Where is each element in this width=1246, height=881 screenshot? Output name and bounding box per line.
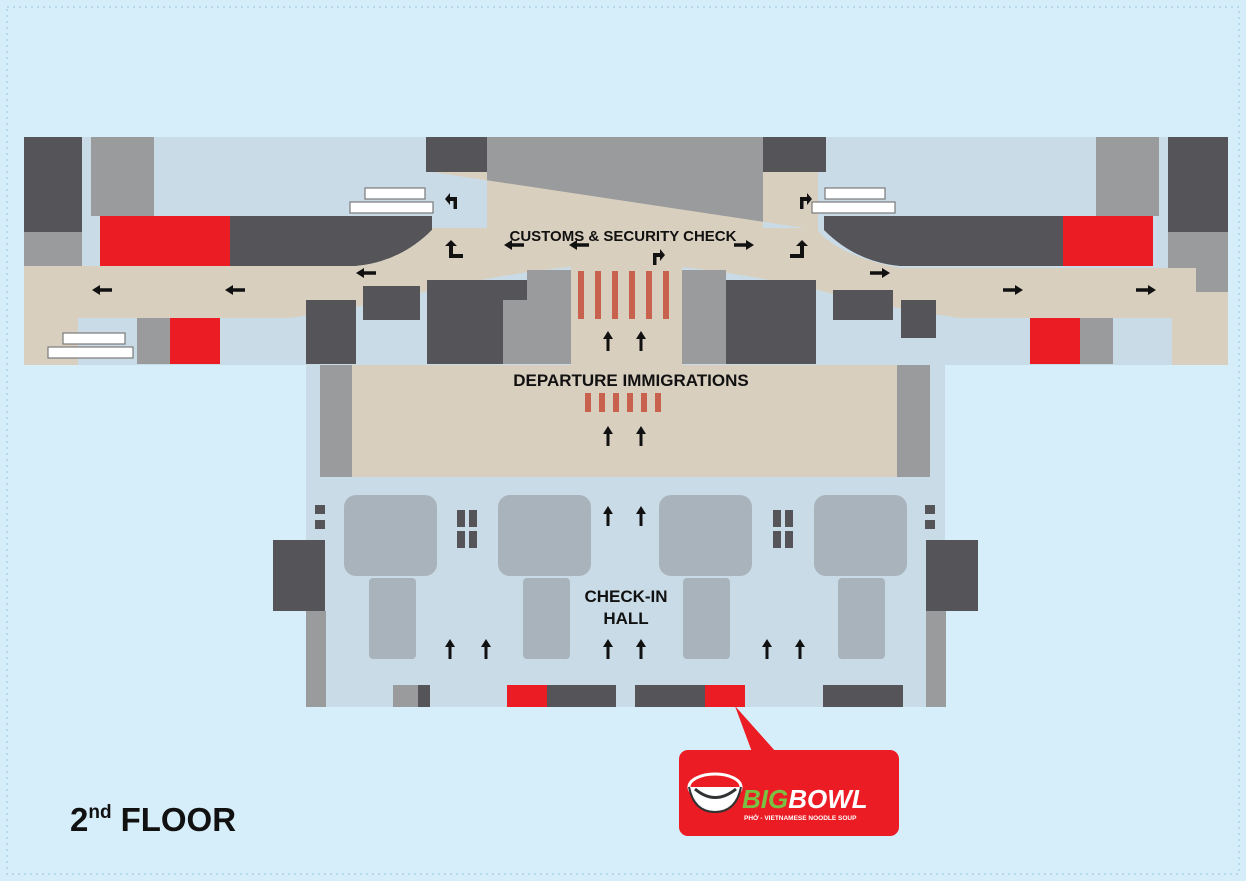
block-mid [682,270,726,364]
brand-big: BIG [742,784,788,814]
departure-immigration-label: DEPARTURE IMMIGRATIONS [513,371,748,390]
block-dark [901,300,936,338]
brand-tagline: PHỞ - VIETNAMESE NOODLE SOUP [744,813,857,822]
arrow-icon [653,249,665,265]
arrow-icon [481,639,491,659]
block-mid [1096,137,1159,216]
arrow-icon [1136,285,1156,295]
block-dark [306,300,356,364]
block-dark [273,540,325,611]
shop-bigbowl[interactable] [705,685,745,707]
block-mid [503,300,533,364]
block-mid [926,611,946,707]
arrow-icon [734,240,754,250]
block-mid [897,365,930,477]
counter-queue [683,578,730,659]
floor-number: 2 [70,801,88,838]
block-mid [393,685,418,707]
block-dark [24,137,82,232]
arrow-icon [762,639,772,659]
shop-red [170,318,220,364]
svg-text:BIGBOWL: BIGBOWL [742,784,868,814]
elevator-icon [315,505,935,548]
arrow-icon [445,240,463,258]
block-mid [91,137,154,216]
block-mid [306,611,326,707]
arrow-icon [636,639,646,659]
shop-red [100,216,230,266]
customs-security-label: CUSTOMS & SECURITY CHECK [510,228,737,245]
security-crosswalk [578,271,669,319]
immigration-hall [320,365,930,477]
counter-island [814,495,907,576]
corridor [24,228,1196,365]
counter-island [659,495,752,576]
immigration-crosswalk [585,393,661,412]
callout-box[interactable] [679,750,899,836]
arrow-icon [795,639,805,659]
arrow-icon [636,331,646,351]
arrow-icon [225,285,245,295]
arrow-icon [445,639,455,659]
arrow-icon [636,426,646,446]
counter-island [498,495,591,576]
block-dark [926,540,978,611]
bigbowl-callout[interactable]: BIGBOWL PHỞ - VIETNAMESE NOODLE SOUP [679,706,899,836]
shop-red [1063,216,1153,266]
block-dark [418,685,430,707]
arrow-icon [603,506,613,526]
arrow-icon [870,268,890,278]
arrow-icon [1003,285,1023,295]
block-mid [137,318,170,364]
brand-bowl: BOWL [788,784,867,814]
arrow-icon [800,193,812,209]
floor-suffix: nd [88,802,111,823]
arrow-icon [92,285,112,295]
checkin-hall-label-line2: HALL [603,609,648,628]
bowl-logo-icon [687,772,743,814]
block-dark [726,280,816,364]
block-dark [824,216,1063,266]
block-dark [823,685,903,707]
block-mid [527,270,571,364]
shop-red [1030,318,1080,364]
block-dark [230,216,432,266]
arrow-icon [569,240,589,250]
block-dark [635,685,705,707]
block-dark [363,286,420,320]
block-mid [320,365,352,477]
floor-word: FLOOR [121,801,237,838]
arrow-icon [603,331,613,351]
checkin-counters [344,495,907,659]
direction-arrows [92,193,1156,659]
arrow-icon [603,639,613,659]
counter-queue [523,578,570,659]
block-dark [1168,137,1228,232]
arrow-icon [603,426,613,446]
counter-queue [838,578,885,659]
floor-label: 2nd FLOOR [70,801,236,838]
stairs-icon [47,187,896,359]
arrow-icon [790,240,808,258]
checkin-hall-label-line1: CHECK-IN [584,587,667,606]
counter-queue [369,578,416,659]
block-dark [833,290,893,320]
shop-red [507,685,547,707]
arrow-icon [636,506,646,526]
block-mid [1080,318,1113,364]
counter-island [344,495,437,576]
arrow-icon [504,240,524,250]
arrow-icon [445,193,457,209]
callout-pointer [735,706,776,752]
block-dark [547,685,616,707]
arrow-icon [356,268,376,278]
